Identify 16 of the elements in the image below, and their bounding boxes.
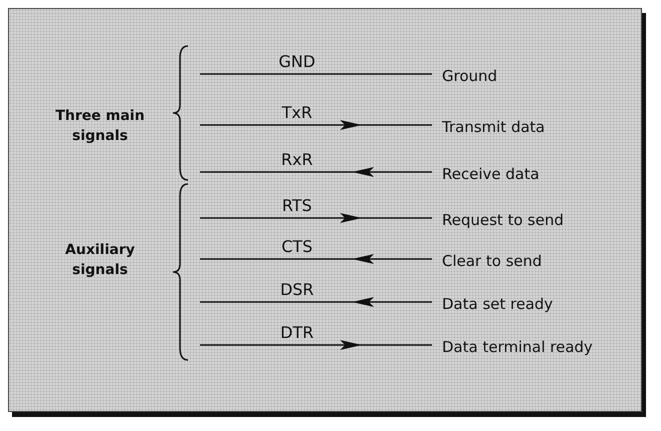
signal-name: RTS [282, 197, 312, 215]
signal-name: DSR [280, 281, 314, 299]
signal-description: Transmit data [442, 118, 545, 136]
signal-description: Clear to send [442, 252, 542, 270]
signal-name: TxR [282, 104, 312, 122]
signal-description: Data set ready [442, 295, 553, 313]
signal-name: DTR [280, 324, 314, 342]
signal-name: CTS [281, 238, 313, 256]
signal-description: Ground [442, 67, 498, 85]
signal-description: Request to send [442, 211, 564, 229]
group-label: Auxiliary signals [64, 241, 136, 280]
signal-description: Data terminal ready [442, 338, 593, 356]
signal-name: RxR [281, 151, 313, 169]
group-label: Three main signals [54, 107, 146, 146]
signal-name: GND [278, 53, 316, 71]
signal-description: Receive data [442, 165, 540, 183]
